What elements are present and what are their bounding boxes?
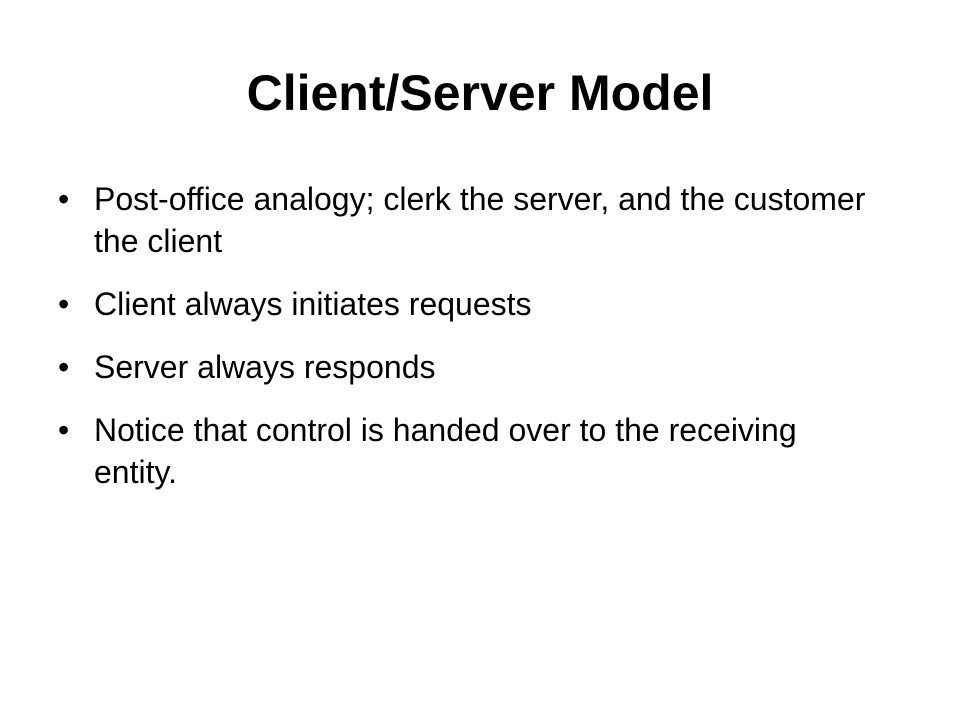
bullet-icon: •: [58, 412, 70, 448]
bullet-text: Server always responds: [94, 349, 436, 385]
slide-title: Client/Server Model: [246, 65, 714, 121]
bullet-item: • Server always responds: [58, 346, 888, 388]
bullet-item: • Notice that control is handed over to …: [58, 409, 888, 493]
bullet-text: Post-office analogy; clerk the server, a…: [94, 181, 866, 259]
bullet-icon: •: [58, 286, 70, 322]
bullet-text: Client always initiates requests: [94, 286, 532, 322]
bullet-text: Notice that control is handed over to th…: [94, 412, 797, 490]
bullet-icon: •: [58, 349, 70, 385]
bullet-list: • Post-office analogy; clerk the server,…: [58, 178, 888, 514]
bullet-icon: •: [58, 181, 70, 217]
bullet-item: • Client always initiates requests: [58, 283, 888, 325]
bullet-item: • Post-office analogy; clerk the server,…: [58, 178, 888, 262]
